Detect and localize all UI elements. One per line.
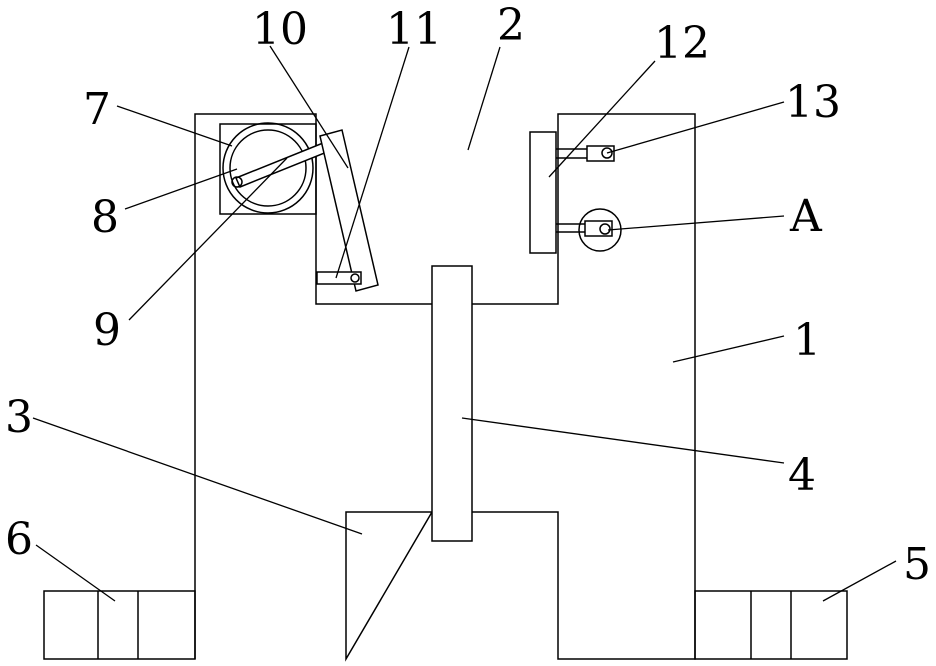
lower-rod-fitting (556, 221, 612, 236)
label-13: 13 (785, 77, 841, 128)
label-3: 3 (5, 392, 33, 443)
connecting-link (317, 272, 361, 284)
label-9: 9 (93, 305, 121, 356)
clamp-plate (530, 132, 556, 253)
left-base-block (44, 591, 195, 659)
label-10: 10 (252, 4, 308, 55)
leader-9 (129, 158, 287, 320)
right-base-block (695, 591, 847, 659)
leader-1 (673, 336, 784, 362)
leader-7 (117, 106, 232, 146)
label-8: 8 (91, 192, 119, 243)
label-11: 11 (386, 4, 442, 55)
label-1: 1 (793, 315, 821, 366)
leader-a (608, 216, 784, 230)
label-a: A (789, 191, 823, 242)
leader-6 (36, 545, 115, 601)
label-7: 7 (83, 84, 111, 135)
leader-4 (462, 418, 784, 463)
label-12: 12 (654, 18, 710, 69)
leader-3 (33, 418, 362, 534)
label-2: 2 (497, 0, 525, 51)
upper-rod-fitting (556, 146, 614, 161)
swing-rod (320, 130, 378, 291)
label-4: 4 (788, 450, 816, 501)
leader-12 (549, 61, 655, 177)
leader-5 (823, 561, 896, 601)
label-6: 6 (5, 514, 33, 565)
leader-2 (468, 47, 500, 150)
central-slider (432, 266, 472, 541)
label-5: 5 (903, 539, 931, 590)
crank-arm (232, 141, 335, 187)
